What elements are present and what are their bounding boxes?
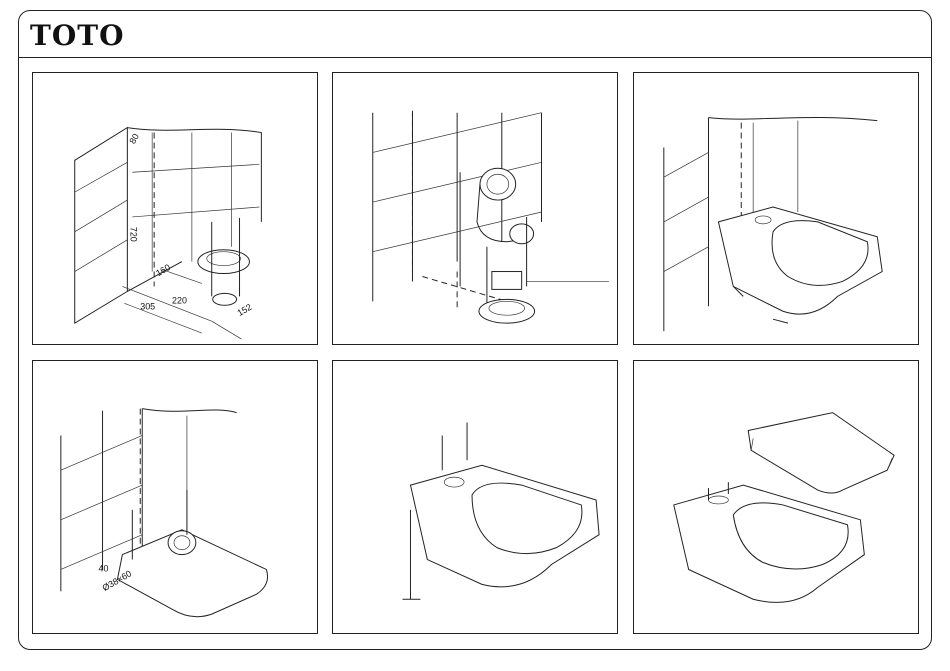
dim-160: 160: [154, 262, 172, 278]
toilet-mounted-diagram: [634, 73, 918, 344]
dim-305: 305: [140, 301, 155, 311]
dim-152: 152: [236, 302, 254, 318]
step-6-panel: [633, 360, 919, 634]
step-2-panel: [332, 72, 618, 345]
step-1-panel: 80 720 160 220 305 152: [32, 72, 318, 345]
step-3-panel: [633, 72, 919, 345]
dim-220: 220: [172, 295, 187, 305]
bowl-fixing-diagram: [333, 361, 617, 633]
toto-logo: TOTO: [30, 19, 124, 52]
dim-80: 80: [127, 132, 141, 146]
step-5-panel: [332, 360, 618, 634]
seat-lid-diagram: [634, 361, 918, 633]
dim-720: 720: [128, 227, 138, 242]
step-4-panel: 40 Ø38×60: [32, 360, 318, 634]
sheet-header: TOTO: [18, 10, 932, 58]
dim-40: 40: [99, 563, 109, 573]
pipe-assembly-diagram: [333, 73, 617, 344]
wall-dimension-diagram: 80 720 160 220 305 152: [33, 73, 317, 344]
floor-plate-diagram: 40 Ø38×60: [33, 361, 317, 633]
